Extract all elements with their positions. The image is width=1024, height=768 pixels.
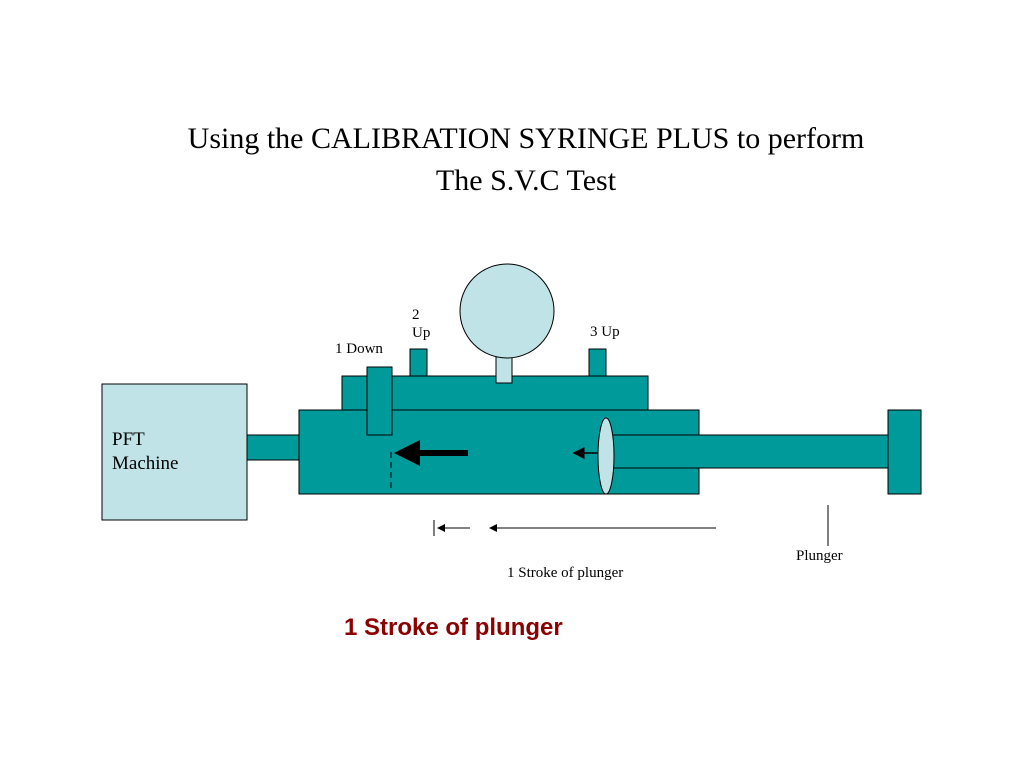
title-line-1: Using the CALIBRATION SYRINGE PLUS to pe…	[187, 122, 865, 155]
gauge-dial	[459, 263, 555, 359]
caption: 1 Stroke of plunger	[344, 614, 563, 641]
plunger-seal	[597, 417, 615, 495]
title-line-2: The S.V.C Test	[435, 164, 617, 197]
connector-tube	[246, 434, 300, 461]
plunger-rod	[605, 434, 889, 469]
valve-3-label: 3 Up	[590, 324, 620, 340]
valve-2-stem	[409, 348, 428, 377]
slide-title: Using the CALIBRATION SYRINGE PLUS to pe…	[0, 118, 1024, 202]
plunger-label: Plunger	[796, 548, 843, 564]
pft-machine-box	[101, 383, 248, 521]
gauge-neck	[495, 356, 513, 384]
valve-1-block	[366, 366, 393, 436]
valve-housing	[341, 375, 649, 411]
plunger-handle	[887, 409, 922, 495]
valve-2-label: 2 Up	[412, 307, 431, 341]
valve-1-label: 1 Down	[335, 341, 383, 357]
pft-machine-label: PFT Machine	[112, 429, 179, 474]
stroke-label: 1 Stroke of plunger	[507, 565, 624, 581]
airflow-arrowhead	[394, 440, 420, 466]
valve-3-stem	[588, 348, 607, 377]
